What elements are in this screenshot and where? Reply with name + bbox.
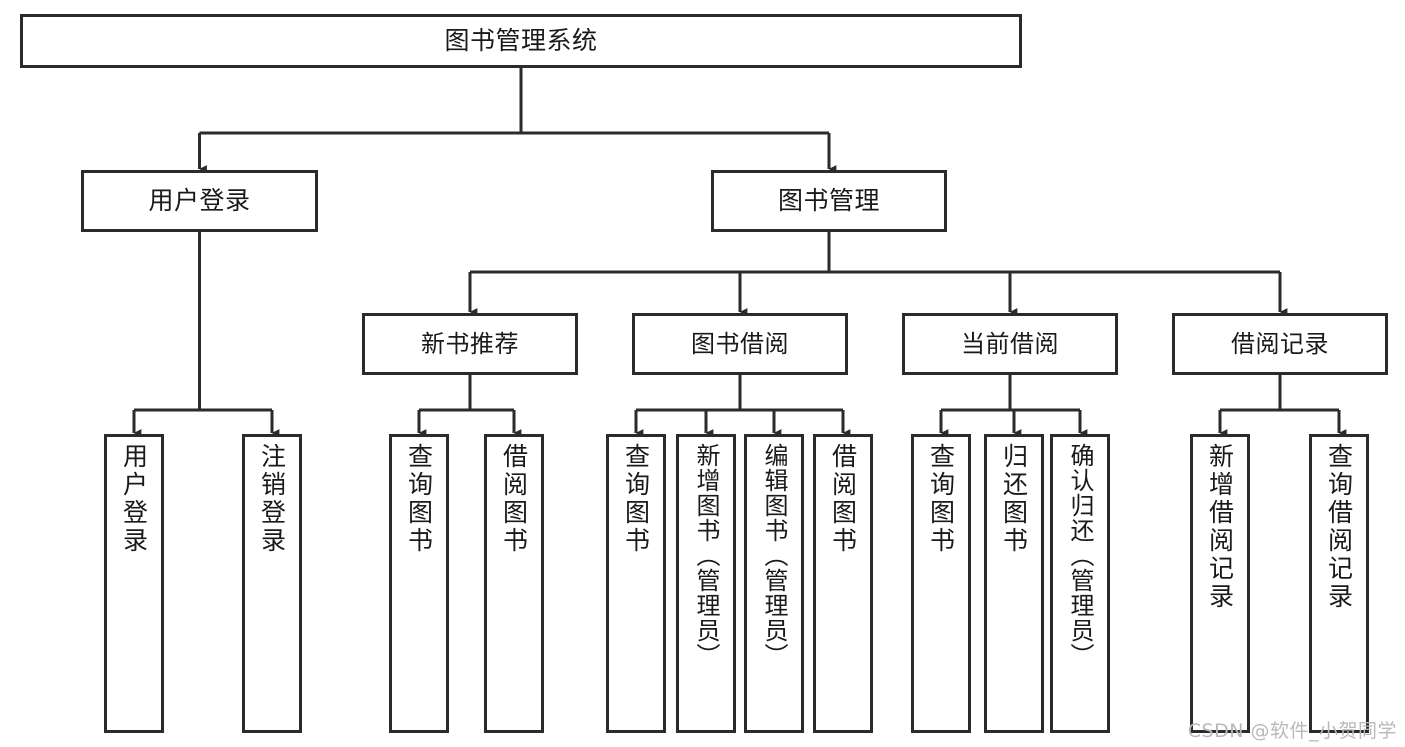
node-leaf-query-record-label: 查询借阅记录 <box>1324 443 1354 611</box>
node-book-manage-label: 图书管理 <box>777 186 880 216</box>
node-leaf-query-book-1-label: 查询图书 <box>404 443 434 555</box>
node-leaf-query-book-1[interactable]: 查询图书 <box>389 434 449 733</box>
node-borrow-record-label: 借阅记录 <box>1231 329 1329 358</box>
node-leaf-borrow-book-1[interactable]: 借阅图书 <box>484 434 544 733</box>
node-borrow-record[interactable]: 借阅记录 <box>1172 313 1388 375</box>
node-leaf-query-book-2-label: 查询图书 <box>621 443 651 555</box>
node-leaf-query-book-3[interactable]: 查询图书 <box>911 434 971 733</box>
node-leaf-borrow-book-1-label: 借阅图书 <box>499 443 529 555</box>
node-leaf-add-record[interactable]: 新增借阅记录 <box>1190 434 1250 733</box>
node-leaf-logout-login[interactable]: 注销登录 <box>242 434 302 733</box>
node-leaf-add-book-label: 新增图书（管理员） <box>692 443 720 668</box>
node-leaf-add-record-label: 新增借阅记录 <box>1205 443 1235 611</box>
node-leaf-confirm-return[interactable]: 确认归还（管理员） <box>1050 434 1110 733</box>
node-leaf-user-login-label: 用户登录 <box>119 443 149 555</box>
node-leaf-add-book[interactable]: 新增图书（管理员） <box>676 434 736 733</box>
node-leaf-return-book-label: 归还图书 <box>999 443 1029 555</box>
node-new-book-recommend-label: 新书推荐 <box>421 329 519 358</box>
node-root-label: 图书管理系统 <box>444 26 598 56</box>
node-root[interactable]: 图书管理系统 <box>20 14 1022 68</box>
node-user-login[interactable]: 用户登录 <box>81 170 318 232</box>
csdn-watermark: CSDN @软件_小贺同学 <box>1187 720 1397 742</box>
node-leaf-confirm-return-label: 确认归还（管理员） <box>1066 443 1094 668</box>
node-leaf-user-login[interactable]: 用户登录 <box>104 434 164 733</box>
node-leaf-query-book-2[interactable]: 查询图书 <box>606 434 666 733</box>
node-leaf-edit-book-label: 编辑图书（管理员） <box>760 443 788 668</box>
node-user-login-label: 用户登录 <box>148 186 251 216</box>
node-current-borrow[interactable]: 当前借阅 <box>902 313 1118 375</box>
node-leaf-logout-login-label: 注销登录 <box>257 443 287 555</box>
node-leaf-edit-book[interactable]: 编辑图书（管理员） <box>744 434 804 733</box>
node-leaf-borrow-book-2[interactable]: 借阅图书 <box>813 434 873 733</box>
node-new-book-recommend[interactable]: 新书推荐 <box>362 313 578 375</box>
node-book-manage[interactable]: 图书管理 <box>711 170 947 232</box>
node-book-borrow[interactable]: 图书借阅 <box>632 313 848 375</box>
node-book-borrow-label: 图书借阅 <box>691 329 789 358</box>
node-leaf-query-book-3-label: 查询图书 <box>926 443 956 555</box>
node-current-borrow-label: 当前借阅 <box>961 329 1059 358</box>
node-leaf-return-book[interactable]: 归还图书 <box>984 434 1044 733</box>
node-leaf-borrow-book-2-label: 借阅图书 <box>828 443 858 555</box>
node-leaf-query-record[interactable]: 查询借阅记录 <box>1309 434 1369 733</box>
